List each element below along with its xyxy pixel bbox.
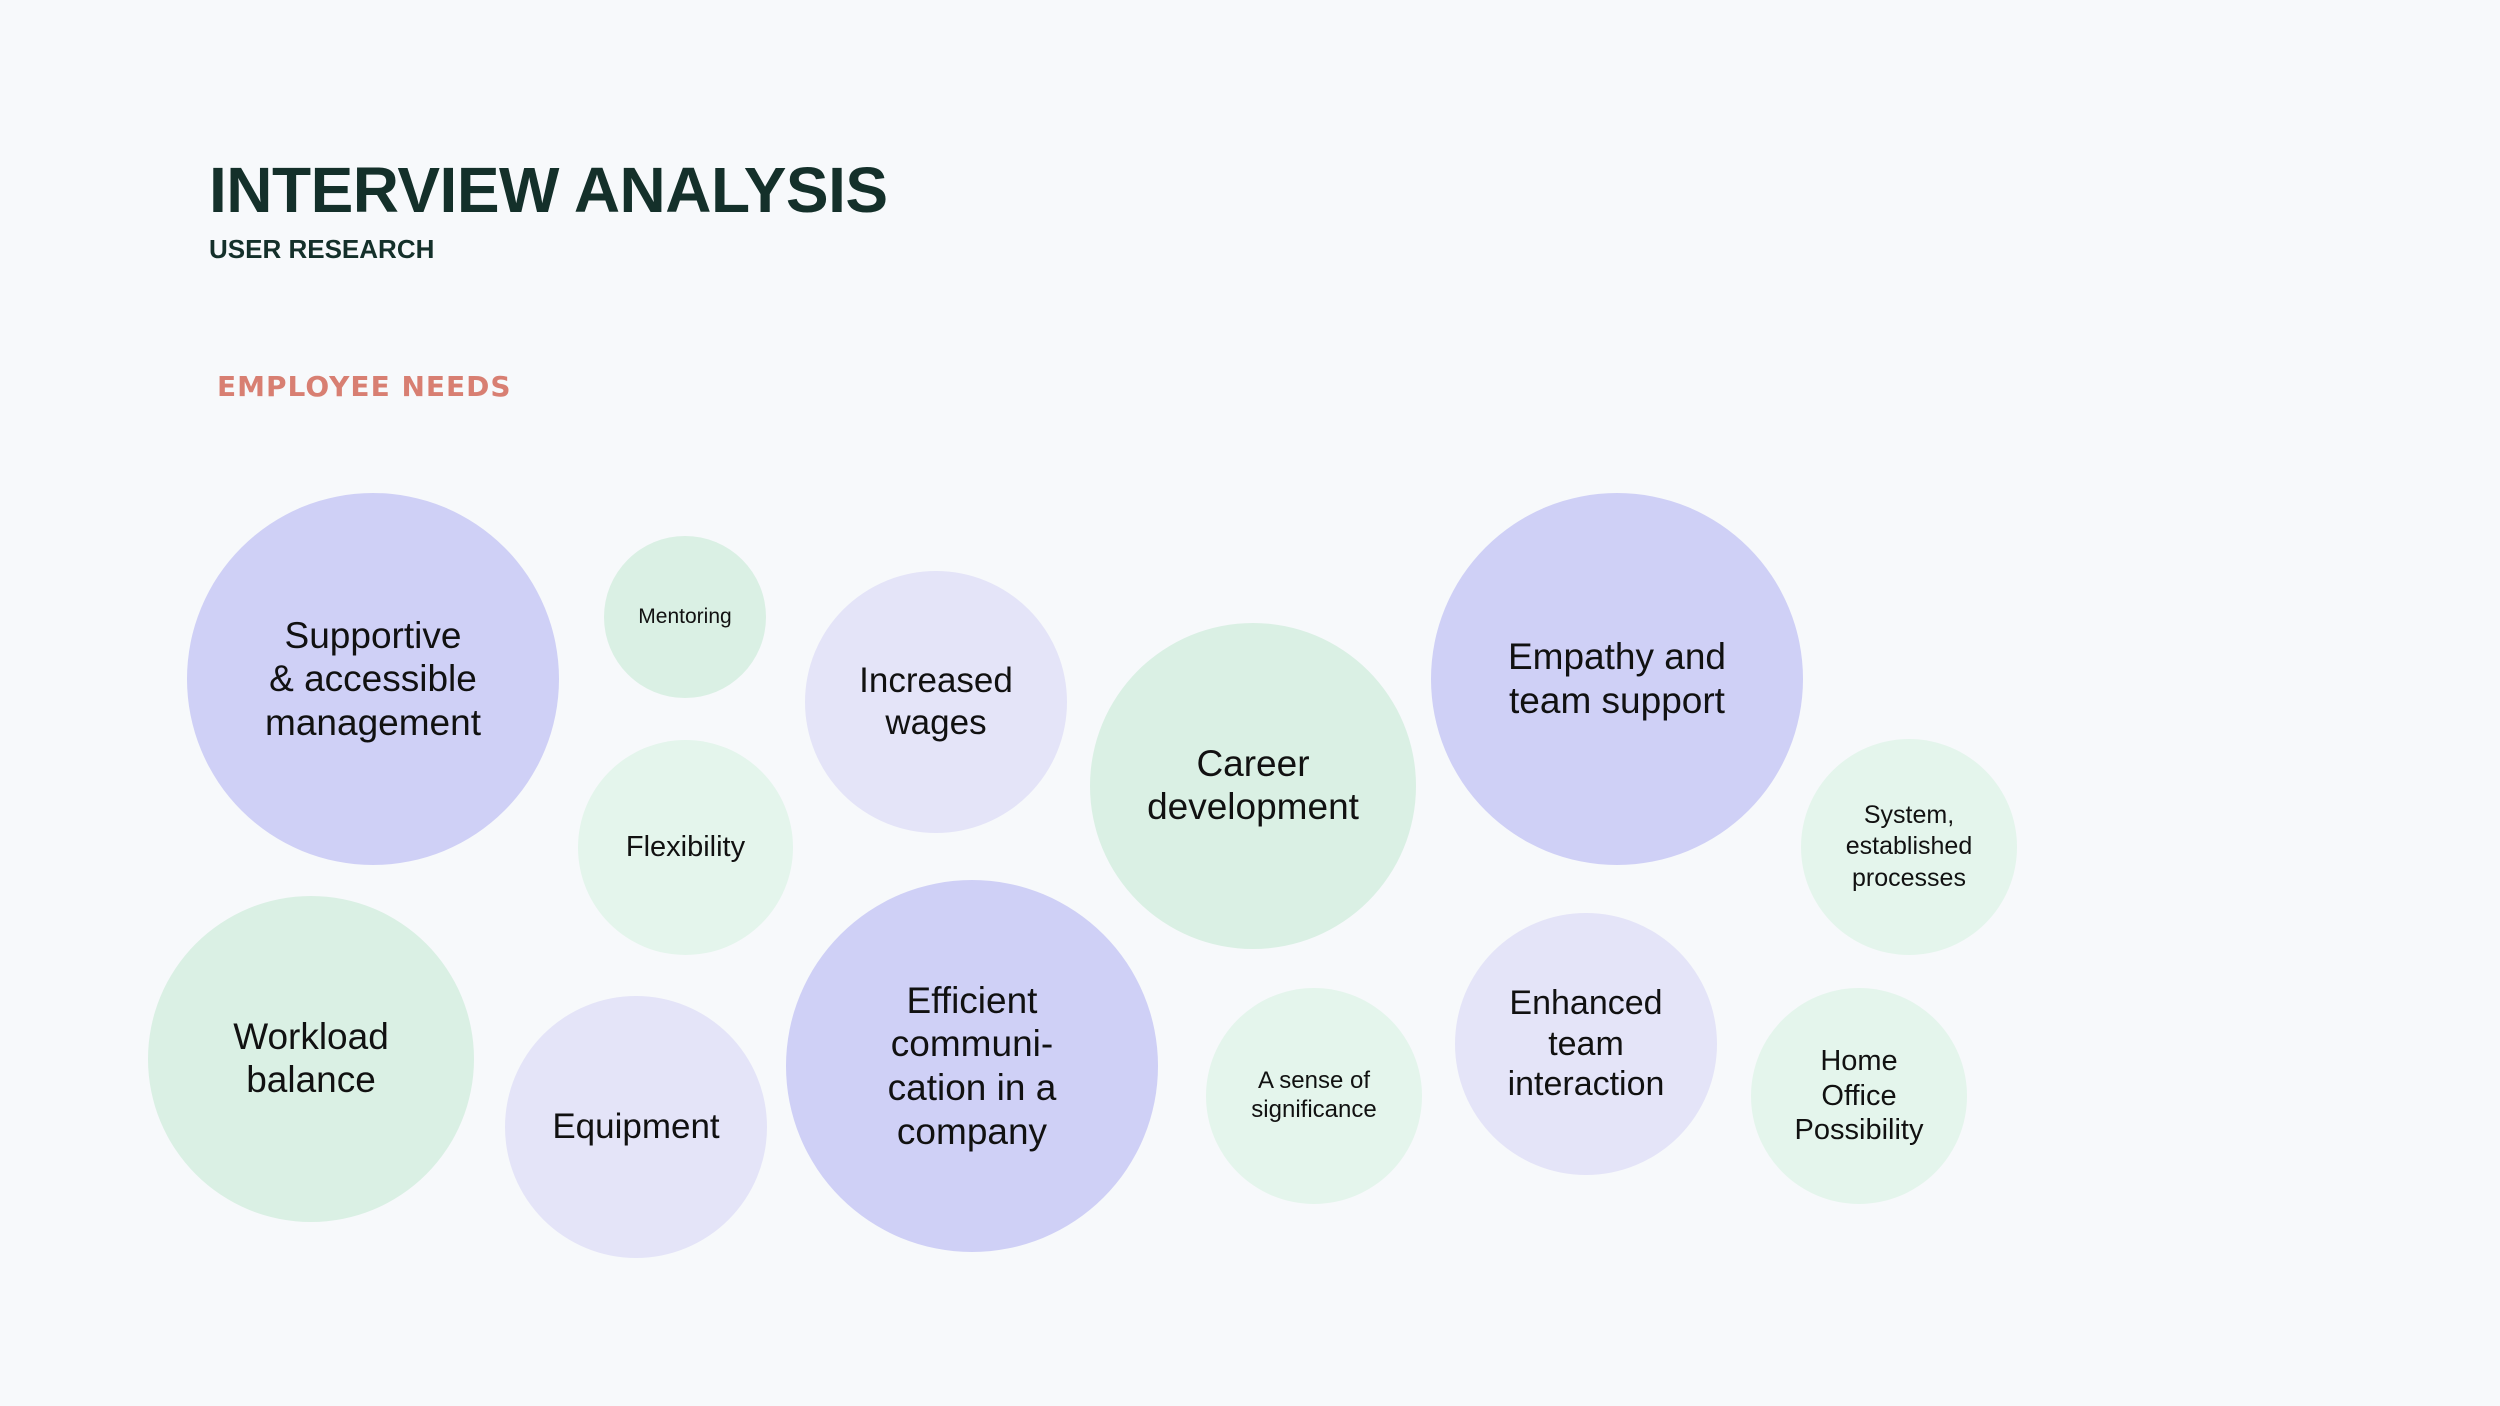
bubble-label: Empathy and team support	[1507, 636, 1727, 721]
bubble-label: System, established processes	[1845, 801, 1973, 892]
bubble-system-processes: System, established processes	[1801, 739, 2017, 955]
bubble-label: Career development	[1147, 743, 1359, 827]
bubble-flexibility: Flexibility	[578, 740, 793, 955]
bubble-workload-balance: Workload balance	[148, 896, 474, 1222]
section-heading: EMPLOYEE NEEDS	[217, 370, 512, 403]
page-subtitle: USER RESEARCH	[209, 234, 435, 264]
bubble-sense-of-significance: A sense of significance	[1206, 988, 1422, 1204]
bubble-empathy-team-support: Empathy and team support	[1431, 493, 1803, 865]
bubble-label: Enhanced team interaction	[1507, 983, 1665, 1104]
bubble-label: Workload balance	[233, 1016, 389, 1100]
bubble-label: Equipment	[552, 1107, 720, 1146]
bubble-label: Supportive & accessible management	[265, 614, 481, 743]
bubble-career-development: Career development	[1090, 623, 1416, 949]
bubble-label: Home Office Possibility	[1794, 1044, 1924, 1147]
bubble-increased-wages: Increased wages	[805, 571, 1067, 833]
bubble-home-office: Home Office Possibility	[1751, 988, 1967, 1204]
bubble-label: A sense of significance	[1251, 1067, 1377, 1123]
bubble-enhanced-team-interaction: Enhanced team interaction	[1455, 913, 1717, 1175]
bubble-label: Efficient communi- cation in a company	[887, 979, 1057, 1152]
bubble-label: Mentoring	[638, 605, 732, 628]
bubble-supportive-management: Supportive & accessible management	[187, 493, 559, 865]
bubble-mentoring: Mentoring	[604, 536, 766, 698]
bubble-label: Flexibility	[625, 831, 746, 863]
bubble-efficient-communication: Efficient communi- cation in a company	[786, 880, 1158, 1252]
bubble-equipment: Equipment	[505, 996, 767, 1258]
bubble-label: Increased wages	[859, 661, 1013, 742]
page-title: INTERVIEW ANALYSIS	[209, 154, 888, 226]
